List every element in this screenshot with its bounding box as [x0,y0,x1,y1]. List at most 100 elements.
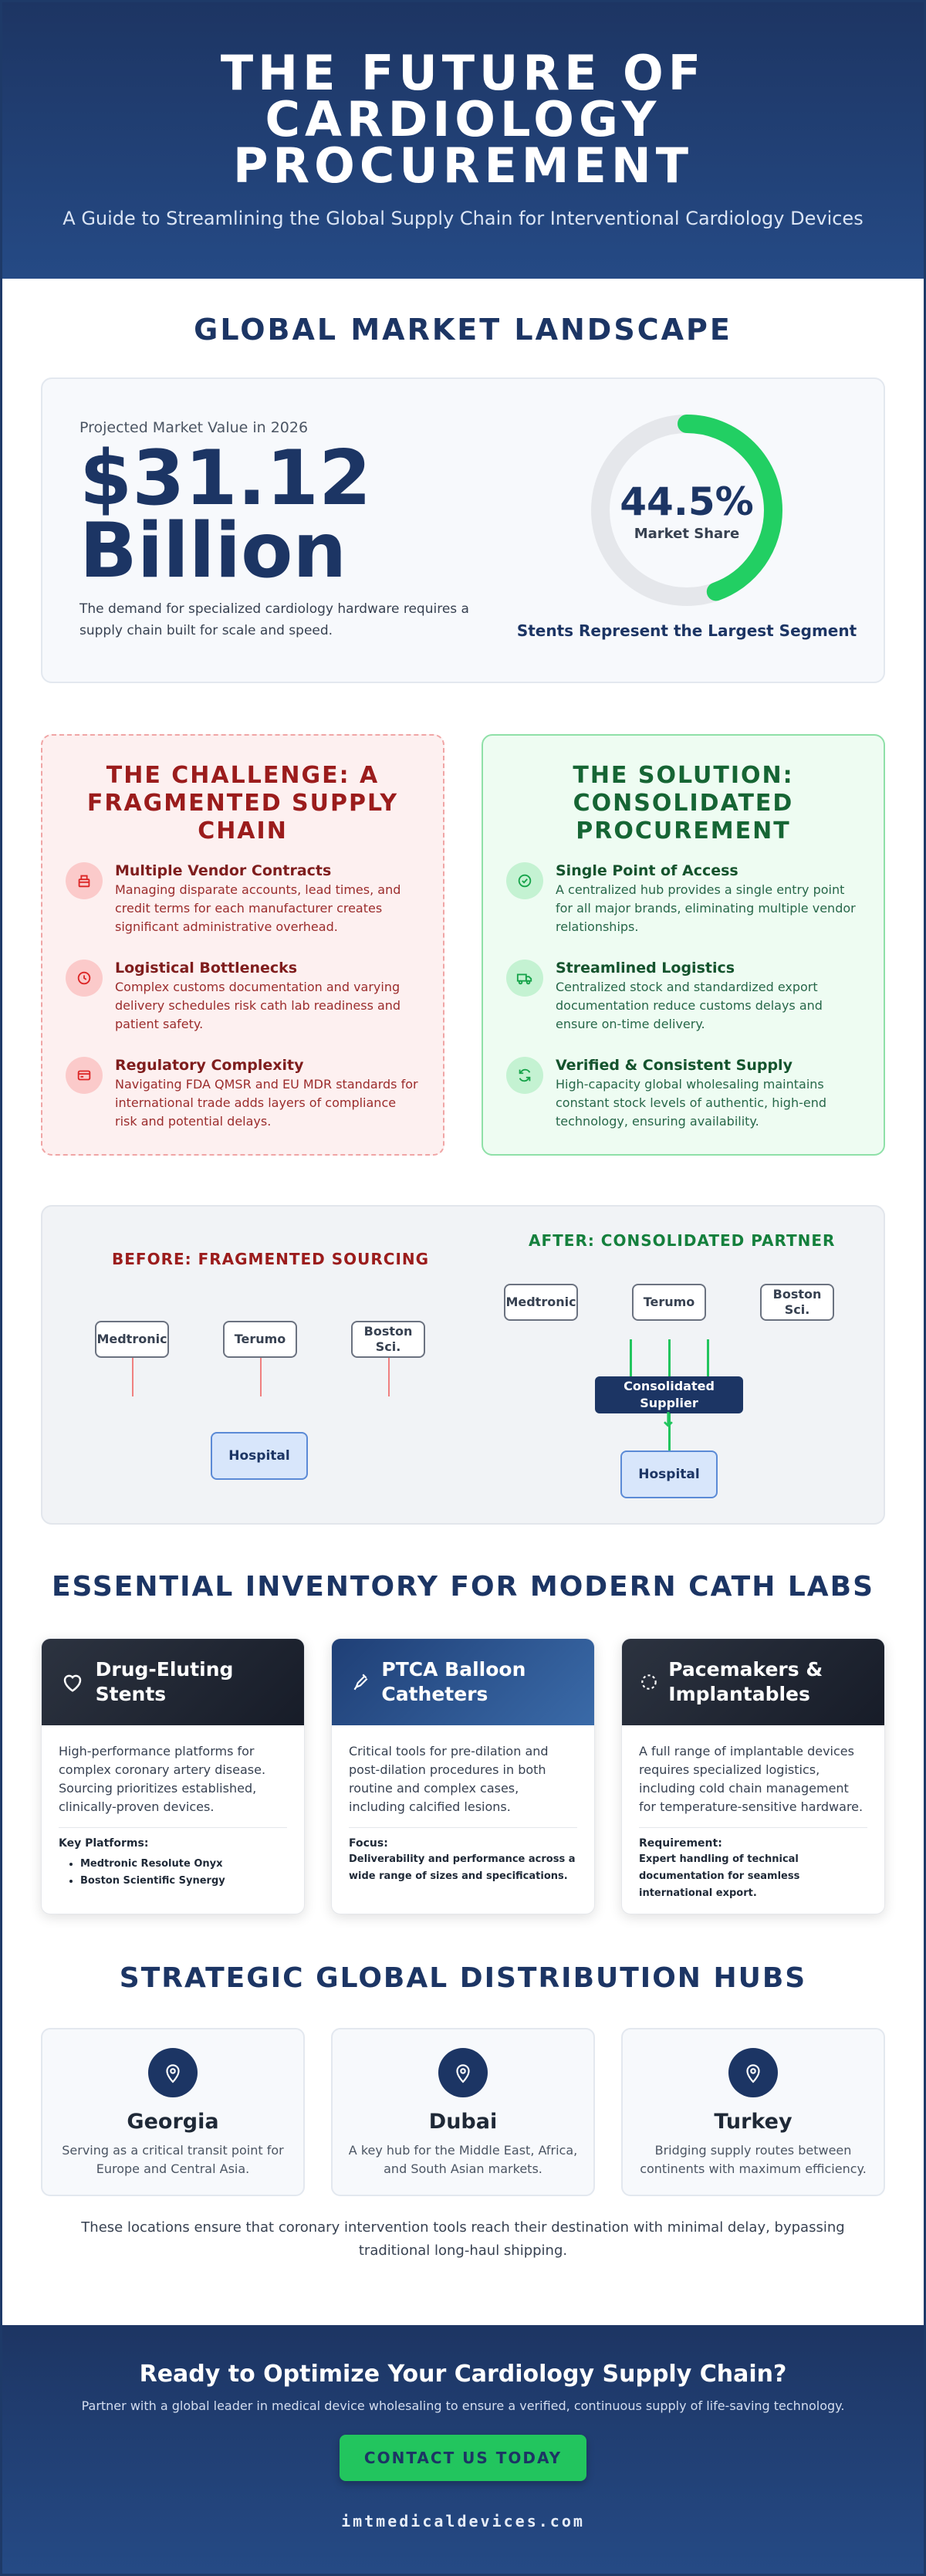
inventory-card-sublabel: Requirement: [639,1837,722,1850]
solution-item-title: Verified & Consistent Supply [556,1057,793,1074]
hub-desc: Serving as a critical transit point for … [62,2143,284,2176]
heart-icon [59,1671,86,1693]
market-share-caption: Market Share [634,525,740,542]
challenge-item-desc: Managing disparate accounts, lead times,… [115,882,401,934]
inventory-card-note: Expert handling of technical documentati… [639,1853,800,1899]
inventory-card-body: High-performance platforms for complex c… [42,1725,304,1890]
challenge-item-title: Regulatory Complexity [115,1057,304,1074]
market-share-percent: 44.5% [620,479,754,524]
hub-name: Georgia [127,2110,219,2134]
before-link-line [388,1358,390,1396]
solution-item-desc: A centralized hub provides a single entr… [556,882,856,934]
inventory-card-title: Pacemakers & Implantables [668,1658,823,1705]
market-value-amount: $31.12 [79,435,372,523]
down-arrow-icon: ↓ [660,1409,677,1432]
challenge-item: Logistical Bottlenecks Complex customs d… [66,960,420,1034]
challenge-title: THE CHALLENGE: A FRAGMENTED SUPPLY CHAIN [86,762,399,845]
challenge-card: THE CHALLENGE: A FRAGMENTED SUPPLY CHAIN… [41,734,444,1156]
map-pin-icon [438,2048,488,2097]
page-subtitle: A Guide to Streamlining the Global Suppl… [63,208,863,229]
hub-card-turkey: Turkey Bridging supply routes between co… [621,2028,885,2196]
solution-item-title: Streamlined Logistics [556,960,735,977]
before-hospital: Hospital [211,1432,308,1480]
map-pin-icon [728,2048,778,2097]
market-value: $31.12 Billion [79,435,512,589]
spinner-icon [639,1672,659,1692]
inventory-card-note: Deliverability and performance across a … [349,1853,576,1882]
inventory-card-body: A full range of implantable devices requ… [622,1725,884,1902]
inventory-card-body: Critical tools for pre-dilation and post… [332,1725,594,1885]
inventory-card-stents: Drug-Eluting Stents High-performance pla… [41,1638,305,1914]
inventory-card-header: Drug-Eluting Stents [42,1639,304,1725]
title-line-3: PROCUREMENT [232,137,694,194]
challenge-solution-row: THE CHALLENGE: A FRAGMENTED SUPPLY CHAIN… [41,734,885,1156]
hub-name: Turkey [714,2110,793,2134]
hub-name: Dubai [428,2110,498,2134]
segment-caption: Stents Represent the Largest Segment [516,621,857,640]
footer-subtitle: Partner with a global leader in medical … [81,2398,845,2413]
solution-item-desc: High-capacity global wholesaling maintai… [556,1077,826,1129]
inventory-card-title: PTCA Balloon Catheters [381,1658,526,1705]
donut-center: 44.5% Market Share [586,410,787,611]
list-item: Boston Scientific Synergy [80,1873,287,1890]
market-description: The demand for specialized cardiology ha… [79,601,469,638]
inventory-card-pacemakers: Pacemakers & Implantables A full range o… [621,1638,885,1914]
solution-item-title: Single Point of Access [556,862,738,879]
page-title: THE FUTURE OF CARDIOLOGY PROCUREMENT [2,45,924,194]
inventory-row: Drug-Eluting Stents High-performance pla… [41,1638,885,1914]
inventory-card-desc: Critical tools for pre-dilation and post… [349,1742,577,1828]
inventory-card-desc: High-performance platforms for complex c… [59,1742,287,1828]
card-icon [66,1057,103,1094]
market-section-title: GLOBAL MARKET LANDSCAPE [194,313,732,347]
market-share-block: 44.5% Market Share Stents Represent the … [490,410,884,640]
before-after-diagram: BEFORE: FRAGMENTED SOURCING Medtronic Te… [41,1205,885,1525]
consolidated-supplier-node: Consolidated Supplier [595,1376,743,1413]
before-vendor-terumo: Terumo [223,1321,297,1358]
challenge-item-desc: Navigating FDA QMSR and EU MDR standards… [115,1077,418,1129]
solution-card: THE SOLUTION: CONSOLIDATED PROCUREMENT S… [482,734,885,1156]
inventory-card-header: PTCA Balloon Catheters [332,1639,594,1725]
platform-list: Medtronic Resolute Onyx Boston Scientifi… [59,1856,287,1890]
title-line-1: THE FUTURE OF [220,45,706,101]
before-link-line [132,1358,133,1396]
hub-desc: Bridging supply routes between continent… [640,2143,867,2176]
before-title: BEFORE: FRAGMENTED SOURCING [112,1250,430,1268]
truck-icon [506,960,543,997]
market-share-donut: 44.5% Market Share [586,410,787,611]
list-item: Medtronic Resolute Onyx [80,1856,287,1873]
syringe-icon [349,1672,372,1692]
website-link[interactable]: imtmedicaldevices.com [341,2512,585,2530]
hub-desc: A key hub for the Middle East, Africa, a… [348,2143,578,2176]
after-link-line [630,1339,632,1376]
solution-item: Streamlined Logistics Centralized stock … [506,960,860,1034]
inventory-card-header: Pacemakers & Implantables [622,1639,884,1725]
inventory-card-sublabel: Focus: [349,1837,388,1850]
inventory-card-desc: A full range of implantable devices requ… [639,1742,867,1828]
refresh-icon [506,1057,543,1094]
solution-item: Single Point of Access A centralized hub… [506,862,860,936]
donut-chart [591,415,782,606]
challenge-item-desc: Complex customs documentation and varyin… [115,980,401,1031]
challenge-item: Multiple Vendor Contracts Managing dispa… [66,862,420,936]
after-vendor-terumo: Terumo [632,1284,706,1321]
hub-card-dubai: Dubai A key hub for the Middle East, Afr… [331,2028,595,2196]
donut-share-arc [591,415,782,606]
after-title: AFTER: CONSOLIDATED PARTNER [529,1231,836,1250]
inventory-card-sublabel: Key Platforms: [59,1837,149,1850]
title-line-2: CARDIOLOGY [265,91,661,147]
hubs-section-title: STRATEGIC GLOBAL DISTRIBUTION HUBS [119,1962,807,1994]
after-supplier-line [668,1413,671,1450]
hero-banner: THE FUTURE OF CARDIOLOGY PROCUREMENT A G… [2,2,924,279]
before-link-line [260,1358,262,1396]
after-hospital: Hospital [620,1450,718,1498]
contact-us-button[interactable]: CONTACT US TODAY [340,2435,586,2481]
solution-item-desc: Centralized stock and standardized expor… [556,980,823,1031]
market-card: Projected Market Value in 2026 $31.12 Bi… [41,377,885,683]
check-circle-icon [506,862,543,899]
footer-title: Ready to Optimize Your Cardiology Supply… [139,2361,787,2388]
hubs-note: These locations ensure that coronary int… [81,2219,845,2259]
clock-icon [66,960,103,997]
challenge-item: Regulatory Complexity Navigating FDA QMS… [66,1057,420,1131]
solution-title: THE SOLUTION: CONSOLIDATED PROCUREMENT [573,762,794,845]
